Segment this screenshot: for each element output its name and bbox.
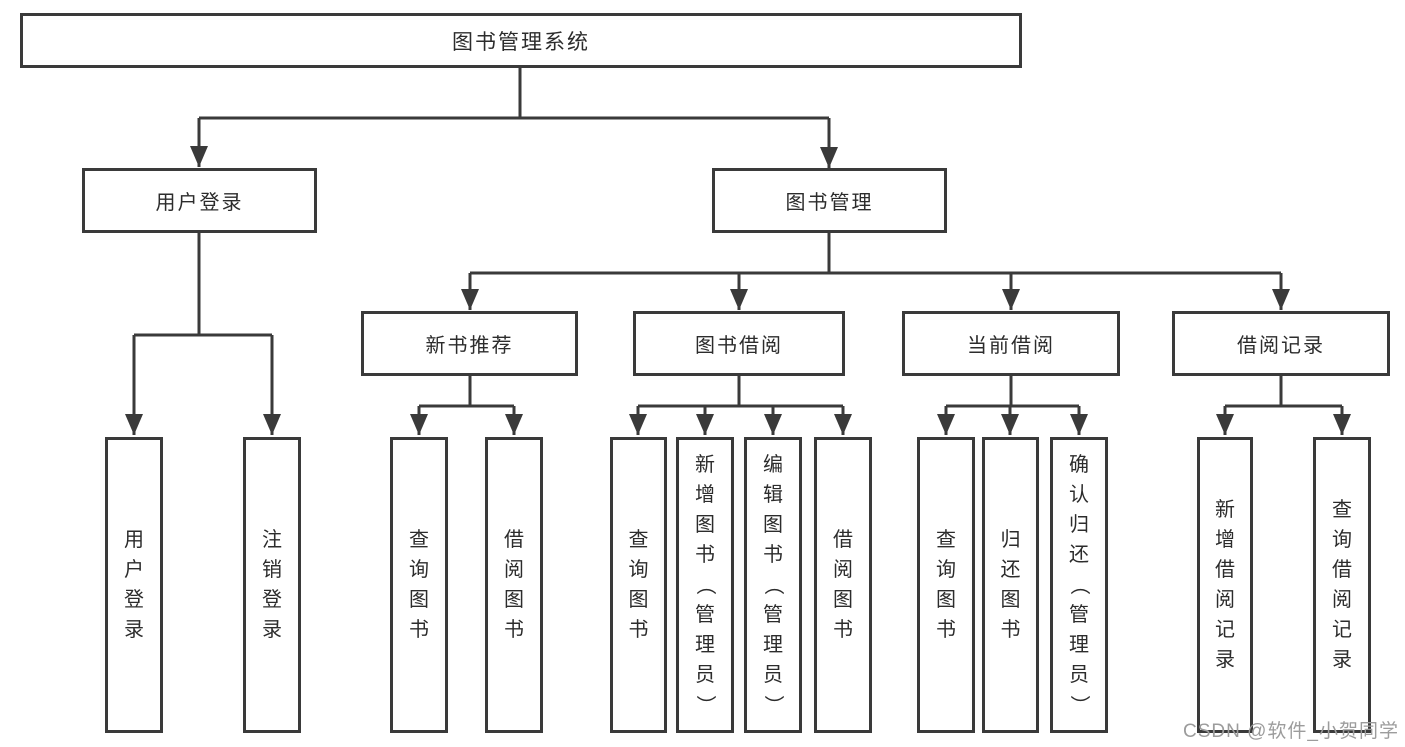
connector-book-management xyxy=(470,233,1281,275)
node-borrow-records: 借阅记录 xyxy=(1172,311,1390,376)
leaf-current-query-books: 查询图书 xyxy=(917,437,975,733)
leaf-user-login-label: 用户登录 xyxy=(124,529,144,641)
connector-current-borrow xyxy=(946,376,1079,408)
node-current-borrow-label: 当前借阅 xyxy=(967,335,1055,357)
leaf-edit-books-admin: 编辑图书（管理员） xyxy=(744,437,802,733)
leaf-recommend-query-books-label: 查询图书 xyxy=(409,529,429,641)
leaf-recommend-borrow-books-label: 借阅图书 xyxy=(504,529,524,641)
node-user-login: 用户登录 xyxy=(82,168,317,233)
connector-user-login xyxy=(134,233,272,337)
leaf-query-borrow-record-label: 查询借阅记录 xyxy=(1332,499,1352,671)
node-root-label: 图书管理系统 xyxy=(452,30,590,54)
leaf-logout-label: 注销登录 xyxy=(262,529,282,641)
leaf-borrow-query-books: 查询图书 xyxy=(610,437,667,733)
leaf-confirm-return-admin: 确认归还（管理员） xyxy=(1050,437,1108,733)
node-borrow-records-label: 借阅记录 xyxy=(1237,335,1325,357)
node-new-book-recommend: 新书推荐 xyxy=(361,311,578,376)
node-root: 图书管理系统 xyxy=(20,13,1022,68)
connector-borrow-records xyxy=(1225,376,1342,408)
leaf-current-query-books-label: 查询图书 xyxy=(936,529,956,641)
node-book-management: 图书管理 xyxy=(712,168,947,233)
leaf-borrow-books: 借阅图书 xyxy=(814,437,872,733)
leaf-borrow-query-books-label: 查询图书 xyxy=(628,529,649,641)
leaf-user-login: 用户登录 xyxy=(105,437,163,733)
leaf-recommend-borrow-books: 借阅图书 xyxy=(485,437,543,733)
leaf-return-books-label: 归还图书 xyxy=(1000,529,1021,641)
leaf-add-books-admin: 新增图书（管理员） xyxy=(676,437,734,733)
leaf-add-books-admin-label: 新增图书（管理员） xyxy=(694,454,716,715)
watermark: CSDN @软件_小贺同学 xyxy=(1183,721,1399,742)
node-book-management-label: 图书管理 xyxy=(785,192,874,214)
node-book-borrow-label: 图书借阅 xyxy=(695,335,783,357)
leaf-return-books: 归还图书 xyxy=(982,437,1039,733)
leaf-add-borrow-record-label: 新增借阅记录 xyxy=(1215,499,1235,671)
connector-root xyxy=(199,67,829,120)
leaf-recommend-query-books: 查询图书 xyxy=(390,437,448,733)
leaf-edit-books-admin-label: 编辑图书（管理员） xyxy=(762,454,784,715)
leaf-borrow-books-label: 借阅图书 xyxy=(833,529,853,641)
node-new-book-recommend-label: 新书推荐 xyxy=(425,335,514,357)
connector-book-borrow xyxy=(638,376,843,408)
leaf-logout: 注销登录 xyxy=(243,437,301,733)
node-current-borrow: 当前借阅 xyxy=(902,311,1120,376)
leaf-confirm-return-admin-label: 确认归还（管理员） xyxy=(1068,454,1090,715)
connector-new-book-recommend xyxy=(419,376,514,408)
leaf-query-borrow-record: 查询借阅记录 xyxy=(1313,437,1371,733)
node-user-login-label: 用户登录 xyxy=(155,192,244,214)
leaf-add-borrow-record: 新增借阅记录 xyxy=(1197,437,1253,733)
node-book-borrow: 图书借阅 xyxy=(633,311,845,376)
